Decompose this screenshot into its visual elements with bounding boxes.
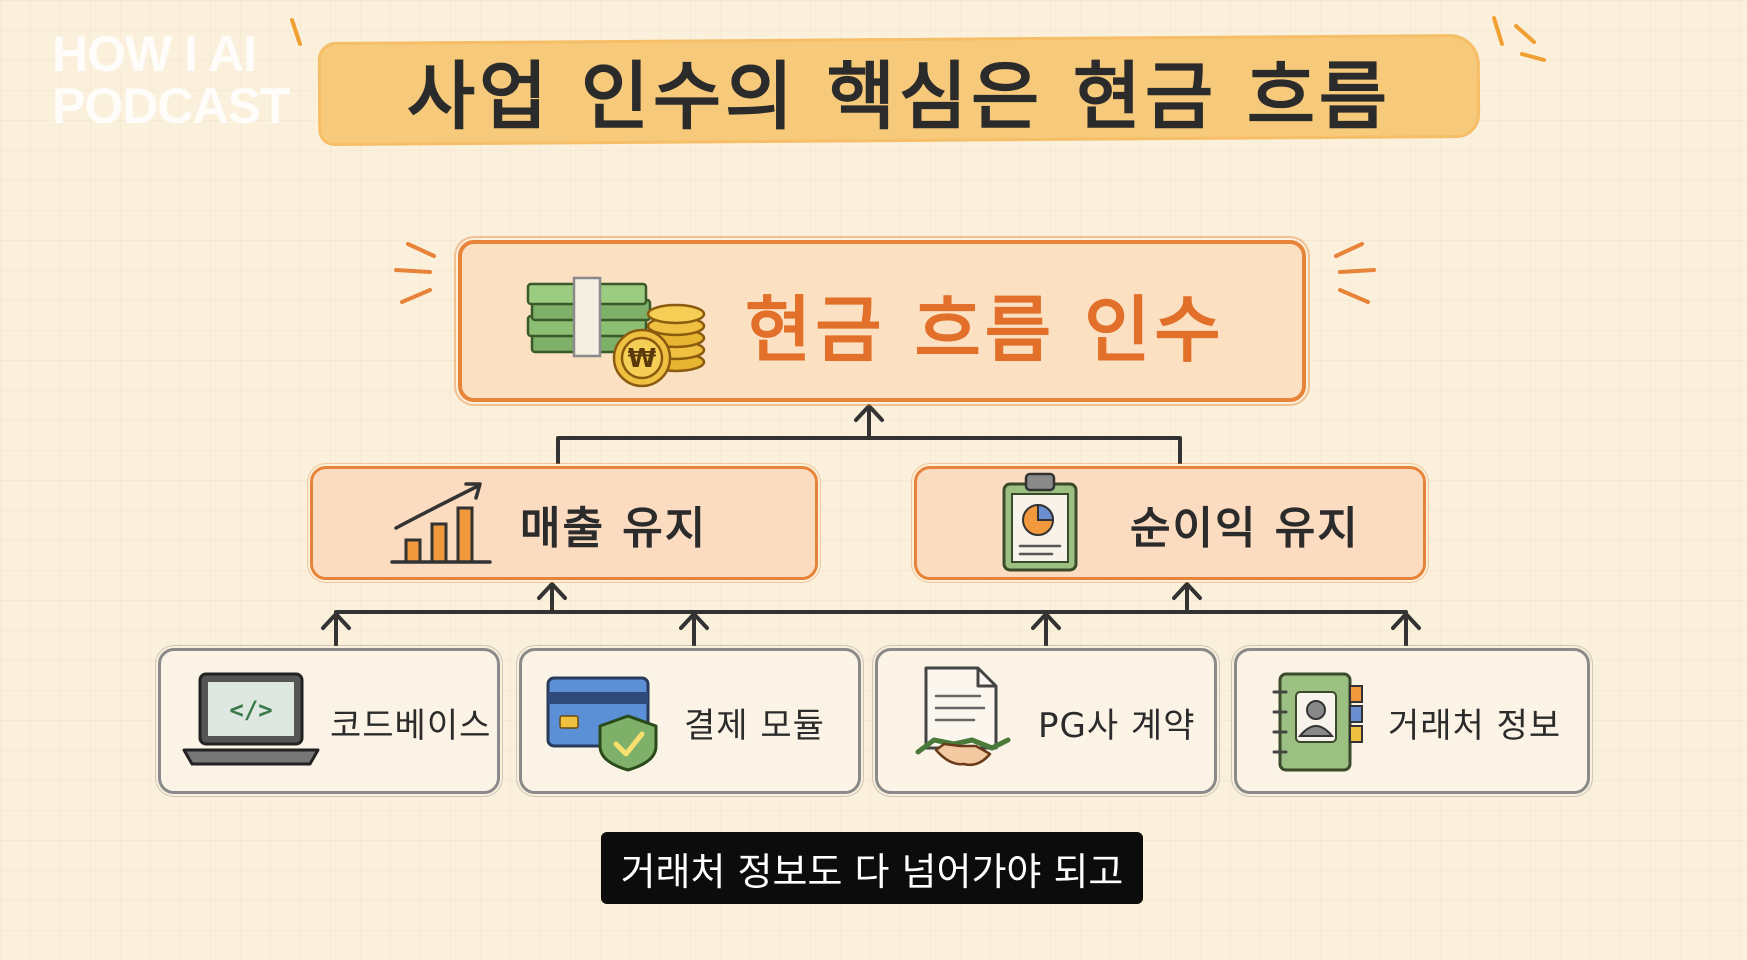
mid-node-label-net-profit: 순이익 유지: [1130, 503, 1360, 554]
title-sparkle-right-icon: [1492, 16, 1546, 62]
subtitle-caption: 거래처 정보도 다 넘어가야 되고: [601, 832, 1143, 904]
bottom-node-label-codebase: 코드베이스: [330, 705, 492, 746]
laptop-code-icon: </>: [182, 672, 320, 766]
bottom-node-label-pg-contract: PG사 계약: [1038, 705, 1196, 746]
svg-text:</>: </>: [229, 696, 272, 724]
main-sparkle-left-icon: [394, 242, 436, 304]
net-profit-maintain-node: [914, 466, 1426, 580]
contract-handshake-icon: [915, 666, 1011, 767]
clipboard-pie-chart-icon: [1002, 472, 1078, 572]
main-sparkle-right-icon: [1334, 242, 1376, 304]
address-book-icon: [1272, 672, 1363, 772]
watermark-line-1: HOW I AI: [52, 26, 257, 82]
top-node-label: 현금 흐름 인수: [745, 287, 1225, 372]
podcast-watermark: HOW I AI PODCAST: [52, 26, 290, 134]
bottom-node-label-payment-module: 결제 모듈: [684, 705, 825, 746]
money-coins-icon: ₩: [526, 276, 706, 388]
title-sparkle-left-icon: [290, 18, 302, 46]
bottom-node-label-vendor-info: 거래처 정보: [1388, 705, 1562, 746]
watermark-line-2: PODCAST: [52, 78, 290, 134]
page-title: 사업 인수의 핵심은 현금 흐름: [406, 53, 1391, 140]
credit-card-shield-icon: [546, 676, 658, 772]
bar-chart-growth-icon: [390, 482, 492, 564]
svg-text:₩: ₩: [628, 344, 657, 374]
mid-node-label-revenue: 매출 유지: [520, 503, 708, 554]
